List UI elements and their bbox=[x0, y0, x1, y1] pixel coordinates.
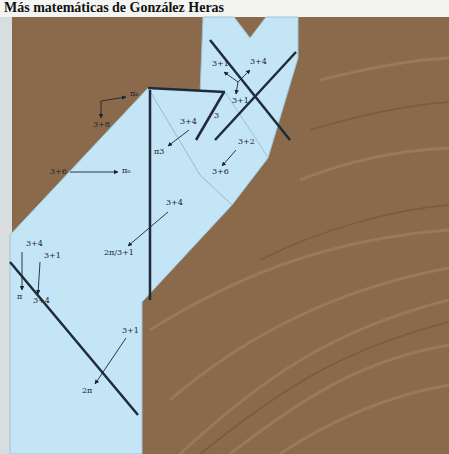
angle-label: 3+4 bbox=[250, 58, 267, 66]
angle-label: 3+4 bbox=[26, 240, 43, 248]
angle-label: 3+8 bbox=[93, 121, 110, 129]
angle-label: π bbox=[17, 293, 22, 301]
angle-label: 3+4 bbox=[33, 297, 50, 305]
page-title: Más matemáticas de González Heras bbox=[4, 1, 224, 15]
fold-lines bbox=[10, 40, 296, 415]
angle-label: π₆ bbox=[122, 167, 130, 175]
angle-label: 3+1 bbox=[122, 327, 139, 335]
angle-label: 3+1 bbox=[232, 97, 249, 105]
angle-label: 3+1 bbox=[44, 252, 61, 260]
angle-label: 2π bbox=[82, 387, 92, 395]
vector-arrows bbox=[22, 70, 250, 384]
angle-label: 3 bbox=[214, 112, 219, 120]
angle-label: 3+2 bbox=[238, 138, 255, 146]
paper-strip bbox=[10, 17, 298, 454]
angle-label: 3+4 bbox=[180, 118, 197, 126]
angle-label: 3+6 bbox=[50, 168, 67, 176]
angle-label: 3+1 bbox=[212, 60, 229, 68]
wood-grain bbox=[150, 58, 449, 454]
angle-label: π₆ bbox=[130, 90, 138, 98]
title-band bbox=[0, 0, 449, 17]
angle-label: 3+4 bbox=[166, 199, 183, 207]
angle-label: 2π/3+1 bbox=[104, 249, 134, 257]
angle-label: 3+6 bbox=[212, 168, 229, 176]
angle-label: π3 bbox=[154, 148, 164, 156]
